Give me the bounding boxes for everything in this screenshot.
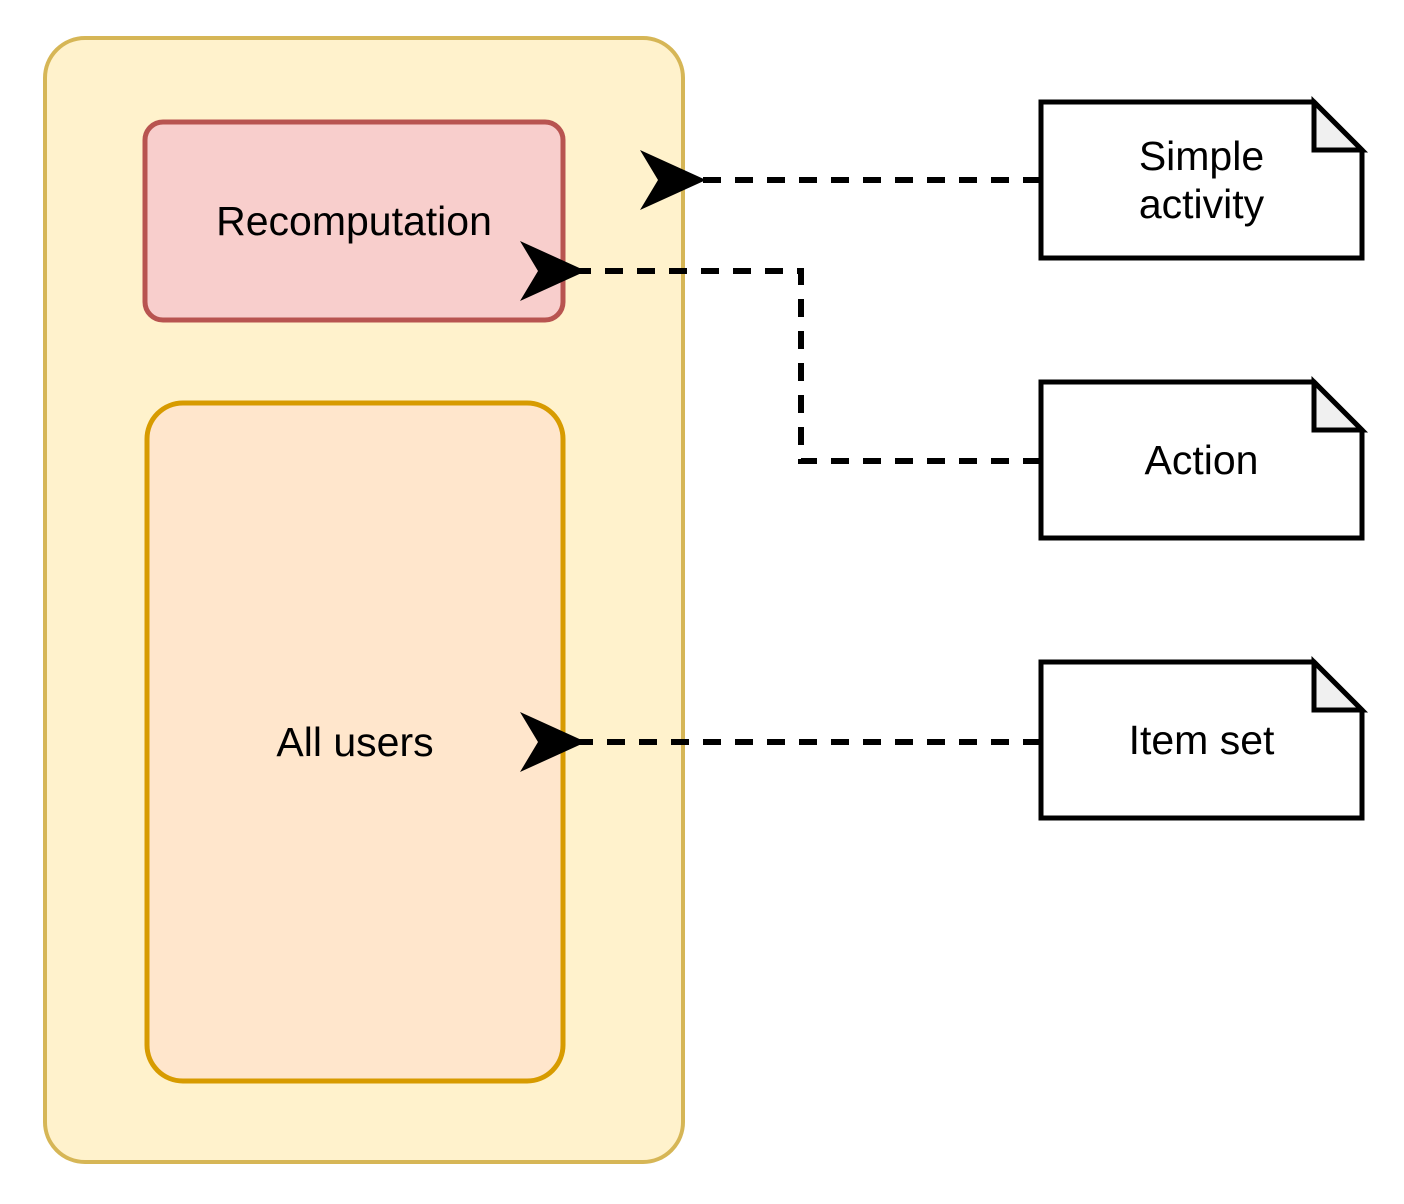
note-simple-activity[interactable] [1038,95,1369,261]
note-fold-icon [1311,375,1369,433]
note-item-set[interactable] [1038,655,1369,821]
node-recomputation[interactable] [142,119,566,323]
edge-action-to-recomputation[interactable] [520,241,1041,464]
note-body [1038,659,1365,821]
note-body [1038,99,1365,261]
note-body [1038,379,1365,541]
note-fold-icon [1311,95,1369,153]
note-fold-icon [1311,655,1369,713]
note-action[interactable] [1038,375,1369,541]
node-all-users[interactable] [144,400,566,1084]
